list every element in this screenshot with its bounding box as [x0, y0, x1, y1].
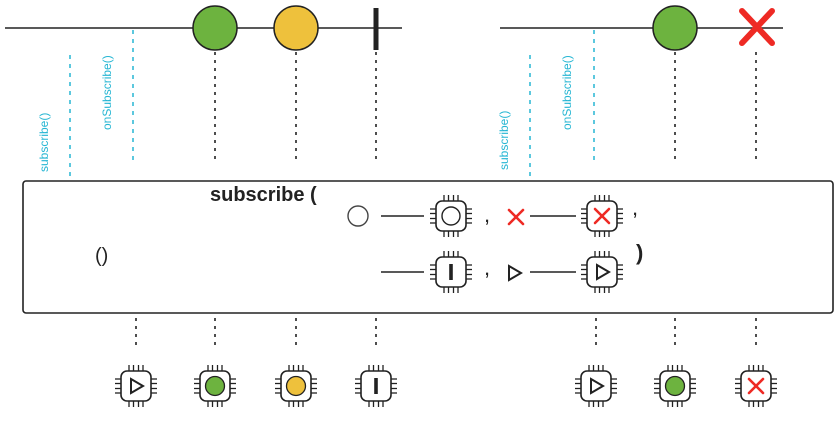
yellow-marble [273, 5, 319, 51]
cross-icon [747, 377, 765, 395]
yellow-circle-icon [285, 375, 307, 397]
chip-icon [580, 250, 624, 294]
next-consumer-row: , , [347, 194, 638, 238]
chip-icon [580, 194, 624, 238]
right-source-timeline [500, 5, 783, 51]
drop-lines-bottom [135, 318, 757, 345]
bar-icon [374, 378, 378, 394]
bar-icon [449, 264, 453, 280]
chip-icon [653, 364, 697, 408]
subscribe-call-label: subscribe() [37, 113, 51, 172]
error-cross-icon [739, 8, 775, 46]
onsubscribe-call-label: onSubscribe() [560, 55, 574, 130]
triangle-icon [130, 377, 145, 395]
green-circle-icon [204, 375, 226, 397]
circle-icon [441, 206, 461, 226]
chip-icon [114, 364, 158, 408]
triangle-icon [508, 264, 523, 282]
left-drop-lines-top [214, 52, 377, 162]
operator-title: subscribe ( [210, 184, 317, 206]
chip-icon [429, 250, 473, 294]
comma: , [484, 255, 490, 280]
right-drop-lines-top [674, 52, 757, 162]
onsubscribe-call-label: onSubscribe() [100, 55, 114, 130]
empty-args-label: () [95, 245, 108, 267]
triangle-icon [596, 263, 611, 281]
chip-icon [429, 194, 473, 238]
chip-icon [574, 364, 618, 408]
right-consumer-output [574, 364, 778, 408]
green-marble [192, 5, 238, 51]
chip-icon [734, 364, 778, 408]
operator-box [22, 180, 834, 314]
green-circle-icon [664, 375, 686, 397]
comma: , [632, 195, 638, 220]
comma: , [484, 202, 490, 227]
subscribe-call-label: subscribe() [497, 111, 511, 170]
chip-icon [354, 364, 398, 408]
complete-consumer-row: , [381, 250, 624, 294]
circle-icon [347, 205, 369, 227]
cross-icon [593, 207, 611, 225]
green-marble [652, 5, 698, 51]
triangle-icon [590, 377, 605, 395]
left-consumer-output [114, 364, 398, 408]
left-source-timeline [5, 5, 402, 51]
cross-icon [507, 208, 525, 226]
close-paren: ) [636, 240, 643, 265]
chip-icon [193, 364, 237, 408]
chip-icon [274, 364, 318, 408]
